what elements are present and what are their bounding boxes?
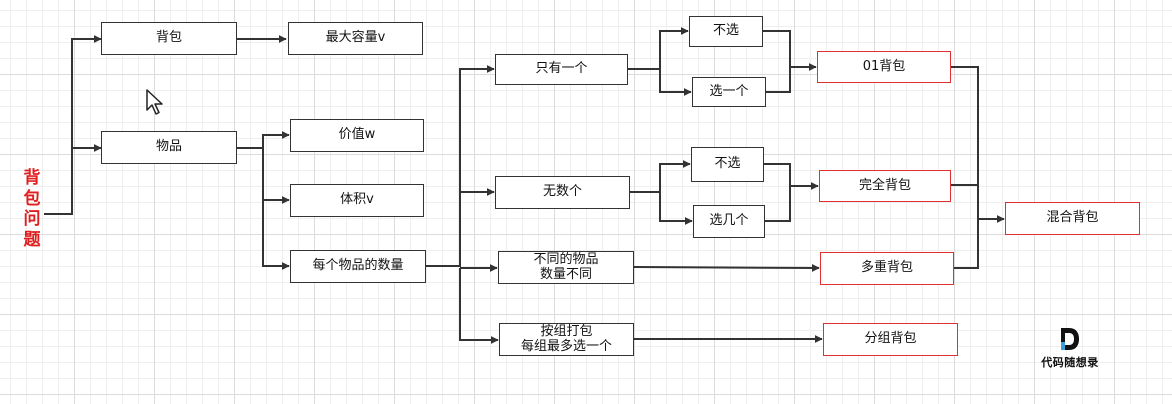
node-different-count: 不同的物品 数量不同	[498, 251, 634, 284]
node-item: 物品	[101, 131, 237, 164]
edge-multiple-mixed	[954, 219, 979, 269]
node-complete-knapsack: 完全背包	[819, 170, 951, 202]
edge-choose-one-01	[766, 67, 791, 93]
node-item-count: 每个物品的数量	[290, 250, 426, 283]
edge-different-multiple	[633, 263, 820, 272]
node-01-knapsack: 01背包	[817, 51, 951, 83]
edge-count-only-one	[426, 65, 495, 267]
logo-text: 代码随想录	[1041, 356, 1099, 369]
node-only-one: 只有一个	[495, 54, 628, 85]
node-group-pack: 按组打包 每组最多选一个	[499, 323, 634, 356]
node-choose-several: 选几个	[693, 205, 765, 238]
root-label-knapsack-problem: 背 包 问 题	[23, 168, 41, 251]
node-not-choose-a: 不选	[689, 16, 763, 47]
node-infinite: 无数个	[495, 176, 630, 209]
node-max-capacity: 最大容量v	[288, 22, 423, 55]
edge-wupin-count	[262, 200, 290, 270]
edge-inf-not-choose	[630, 160, 691, 193]
node-value: 价值w	[290, 119, 424, 152]
edge-only-not-choose	[628, 27, 689, 70]
edge-only-choose-one	[659, 69, 692, 96]
node-choose-one: 选一个	[692, 77, 766, 107]
node-multiple-knapsack: 多重背包	[820, 252, 954, 285]
edge-wupin-value	[237, 131, 290, 149]
mouse-pointer-icon	[145, 88, 165, 120]
edge-several-complete	[765, 186, 791, 222]
logo-d-icon	[1061, 328, 1079, 350]
edge-not-choose-01	[763, 30, 817, 71]
brand-logo: 代码随想录	[1030, 326, 1110, 370]
node-volume: 体积v	[290, 184, 424, 217]
edge-wupin-volume	[262, 148, 290, 204]
edge-count-group	[459, 268, 499, 344]
node-mixed-knapsack: 混合背包	[1005, 202, 1140, 235]
node-not-choose-b: 不选	[691, 147, 764, 182]
edge-inf-choose-several	[659, 192, 693, 225]
edge-01-mixed	[951, 66, 1005, 223]
node-grouped-knapsack: 分组背包	[823, 323, 958, 356]
edge-root-beibao	[44, 35, 102, 215]
node-knapsack: 背包	[101, 22, 237, 55]
edge-not-choose-complete	[764, 163, 819, 190]
